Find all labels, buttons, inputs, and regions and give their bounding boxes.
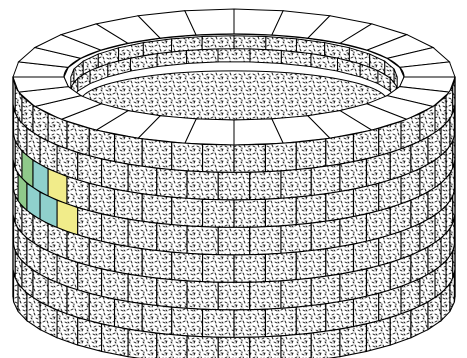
wall-stone: [157, 168, 187, 198]
wall-stone: [142, 194, 172, 225]
wall-stone: [157, 333, 187, 358]
wall-stone: [311, 329, 340, 358]
wall-stone: [187, 226, 218, 255]
wall-stone: [128, 329, 157, 358]
wall-stone: [102, 324, 129, 357]
inner-wall-stone: [157, 50, 187, 66]
wall-stone: [326, 244, 354, 276]
wall-stone: [296, 194, 326, 225]
inner-wall-stone: [202, 36, 234, 50]
wall-stone: [250, 281, 281, 310]
wall-stone: [128, 219, 157, 251]
wall-stone: [157, 278, 187, 308]
wall-stone: [265, 252, 296, 282]
wall-stone: [234, 309, 265, 337]
wall-stone: [218, 172, 250, 200]
inner-wall-stone: [250, 49, 281, 64]
wall-stone: [265, 142, 296, 172]
wall-stone: [281, 333, 311, 358]
wall-stone: [234, 144, 265, 172]
wall-stone: [203, 309, 234, 337]
wall-stone: [311, 274, 340, 306]
wall-stone: [218, 282, 250, 310]
wall-stone: [128, 164, 157, 196]
wall-stone: [172, 142, 203, 172]
wall-stone: [250, 336, 281, 358]
wall-stone: [296, 139, 326, 170]
wall-stone: [172, 197, 203, 227]
wall-stone: [234, 254, 265, 282]
wall-stone: [115, 299, 143, 331]
wall-stone: [142, 249, 172, 280]
wall-stone: [172, 252, 203, 282]
wall-stone: [78, 318, 102, 352]
wall-stone: [311, 219, 340, 251]
inner-wall-stone: [187, 49, 218, 64]
wall-stone: [340, 324, 367, 357]
wall-stone: [157, 223, 187, 253]
wall-stone: [234, 199, 265, 227]
inner-wall-stone: [281, 50, 311, 66]
wall-stone: [172, 307, 203, 337]
wall-stone: [265, 307, 296, 337]
wall-stone: [187, 171, 218, 200]
wall-stone: [326, 189, 354, 221]
wall-stone: [187, 336, 218, 358]
wall-stone: [281, 278, 311, 308]
wall-stone: [203, 199, 234, 227]
wall-stone: [326, 134, 354, 166]
wall-stone: [250, 226, 281, 255]
wall-stone: [142, 304, 172, 335]
wall-stone: [187, 281, 218, 310]
wall-stone: [218, 227, 250, 255]
wall-stone: [366, 318, 390, 352]
wall-stone: [142, 139, 172, 170]
wall-stone: [203, 254, 234, 282]
inner-wall-stone: [234, 36, 266, 50]
wall-stone: [115, 134, 143, 166]
wall-stone: [311, 164, 340, 196]
wall-stone: [281, 223, 311, 253]
wall-stone: [128, 274, 157, 306]
wall-stone: [296, 304, 326, 335]
wall-stone: [281, 168, 311, 198]
wall-stone: [326, 299, 354, 331]
wall-stone: [203, 144, 234, 172]
wall-stone: [218, 337, 250, 358]
wall-stone: [115, 189, 143, 221]
wall-stone: [250, 171, 281, 200]
wall-stone: [296, 249, 326, 280]
wall-stone: [265, 197, 296, 227]
inner-wall-stone: [218, 49, 250, 62]
wall-stone: [115, 244, 143, 276]
